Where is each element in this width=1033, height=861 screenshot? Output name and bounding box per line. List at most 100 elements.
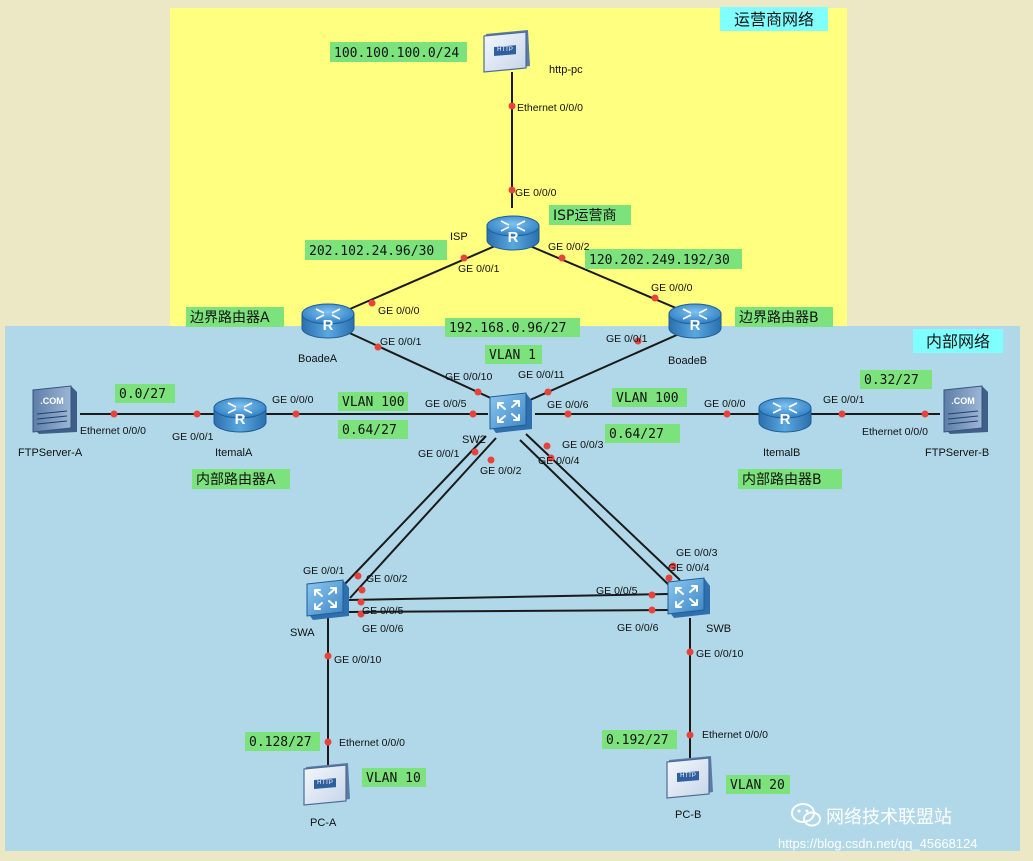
device-name: http-pc [549, 64, 583, 76]
device-name: SWB [706, 623, 731, 635]
device-ftpserver-b[interactable]: .COM FTPServer-B [925, 385, 989, 459]
port-label: Ethernet 0/0/0 [80, 425, 146, 437]
network-label: 0.128/27 [249, 735, 312, 750]
router-icon [486, 215, 540, 251]
link-sw2-swb-2[interactable] [519, 439, 675, 591]
device-itemalb-router[interactable]: ItemalB [758, 397, 812, 459]
wechat-icon [791, 803, 821, 827]
boadea-tag: 边界路由器A [190, 310, 270, 326]
network-label: 120.202.249.192/30 [589, 253, 730, 268]
port-label: GE 0/0/0 [378, 305, 420, 317]
port-label: GE 0/0/0 [515, 187, 557, 199]
link-swa-swb-1[interactable] [347, 593, 669, 601]
badge-text: HTTP [497, 47, 513, 53]
device-boadeb-router[interactable]: BoadeB [668, 303, 722, 367]
watermark-url: https://blog.csdn.net/qq_45668124 [778, 836, 978, 851]
device-name: ItemalA [215, 447, 253, 459]
device-pc-a[interactable]: HTTP PC-A [303, 762, 351, 829]
device-swa-switch[interactable]: SWA [290, 579, 350, 639]
port-label: GE 0/0/2 [480, 465, 522, 477]
link-sw2-swa-2[interactable] [349, 437, 497, 599]
http-pc-icon: HTTP [483, 29, 531, 73]
network-label: 202.102.24.96/30 [309, 244, 434, 259]
port-label: GE 0/0/4 [538, 455, 580, 467]
port-label: Ethernet 0/0/0 [339, 737, 405, 749]
badge-text: HTTP [317, 780, 333, 786]
boadeb-tag: 边界路由器B [739, 310, 819, 326]
internal-zone-title: 内部网络 [926, 332, 990, 351]
device-isp-router[interactable]: ISP [450, 215, 540, 251]
port-label: GE 0/0/6 [617, 622, 659, 634]
device-name: ItemalB [763, 447, 800, 459]
network-label: 0.64/27 [609, 427, 664, 442]
device-swb-switch[interactable]: SWB [667, 577, 731, 635]
port-label: Ethernet 0/0/0 [862, 426, 928, 438]
port-label: GE 0/0/2 [366, 573, 408, 585]
switch-icon [489, 392, 533, 434]
port-label: GE 0/0/6 [362, 623, 404, 635]
device-name: BoadeA [298, 353, 338, 365]
port-label: GE 0/0/1 [172, 431, 214, 443]
device-name: BoadeB [668, 355, 707, 367]
network-label: 0.64/27 [342, 423, 397, 438]
port-label: GE 0/0/3 [676, 547, 718, 559]
link-isp-boadeb[interactable] [529, 245, 691, 315]
network-label: 0.0/27 [119, 387, 166, 402]
port-label: Ethernet 0/0/0 [702, 729, 768, 741]
router-icon [213, 397, 267, 433]
vlan-label: VLAN 20 [730, 778, 785, 793]
links [80, 72, 940, 770]
server-icon: .COM [943, 385, 989, 435]
device-name: SWA [290, 627, 315, 639]
port-label: GE 0/0/11 [518, 369, 565, 381]
isp-tag: ISP运营商 [553, 208, 616, 224]
link-isp-boadea[interactable] [342, 245, 496, 313]
switch-icon [306, 579, 350, 621]
port-label: GE 0/0/1 [458, 263, 500, 275]
link-sw2-swa-1[interactable] [342, 435, 487, 587]
device-name: PC-A [310, 817, 337, 829]
vlan-label: VLAN 100 [342, 395, 405, 410]
server-icon: .COM [32, 385, 78, 435]
link-boadea-sw2[interactable] [342, 329, 496, 401]
device-itemala-router[interactable]: ItemalA [213, 397, 267, 459]
port-label: GE 0/0/5 [425, 398, 467, 410]
port-label: GE 0/0/5 [362, 605, 404, 617]
port-label: GE 0/0/0 [272, 394, 314, 406]
badge-text: .COM [40, 396, 64, 406]
device-http-pc[interactable]: HTTP http-pc [483, 29, 583, 76]
device-name: PC-B [675, 809, 701, 821]
link-swa-swb-2[interactable] [347, 609, 669, 613]
port-label: Ethernet 0/0/0 [517, 102, 583, 114]
badge-text: .COM [951, 396, 975, 406]
port-label: GE 0/0/10 [334, 654, 381, 666]
port-label: GE 0/0/0 [651, 282, 693, 294]
device-sw2-switch[interactable]: SW2 [462, 392, 533, 446]
network-label: 192.168.0.96/27 [449, 321, 566, 336]
router-icon [758, 397, 812, 433]
http-pc-icon: HTTP [303, 762, 351, 806]
port-label: GE 0/0/3 [562, 439, 604, 451]
port-dots [110, 102, 929, 746]
watermark: 网络技术联盟站 https://blog.csdn.net/qq_4566812… [778, 803, 978, 851]
port-label: GE 0/0/1 [418, 448, 460, 460]
itemala-tag: 内部路由器A [196, 472, 276, 488]
device-name: SW2 [462, 434, 486, 446]
device-boadea-router[interactable]: BoadeA [298, 303, 355, 365]
device-pc-b[interactable]: HTTP PC-B [666, 755, 714, 821]
port-label: GE 0/0/10 [445, 371, 492, 383]
isp-zone-title: 运营商网络 [734, 10, 814, 29]
device-name: FTPServer-B [925, 447, 989, 459]
network-labels: 100.100.100.0/24 202.102.24.96/30 120.20… [115, 42, 932, 794]
port-label: GE 0/0/5 [596, 585, 638, 597]
port-labels: Ethernet 0/0/0 GE 0/0/0 GE 0/0/1 GE 0/0/… [80, 102, 928, 749]
port-label: GE 0/0/2 [548, 241, 590, 253]
port-label: GE 0/0/10 [696, 648, 743, 660]
switch-icon [667, 577, 711, 619]
link-boadeb-sw2[interactable] [529, 329, 689, 401]
vlan-label: VLAN 1 [489, 348, 536, 363]
device-name: ISP [450, 231, 468, 243]
vlan-label: VLAN 10 [366, 771, 421, 786]
device-ftpserver-a[interactable]: .COM FTPServer-A [18, 385, 83, 459]
port-label: GE 0/0/1 [606, 333, 648, 345]
